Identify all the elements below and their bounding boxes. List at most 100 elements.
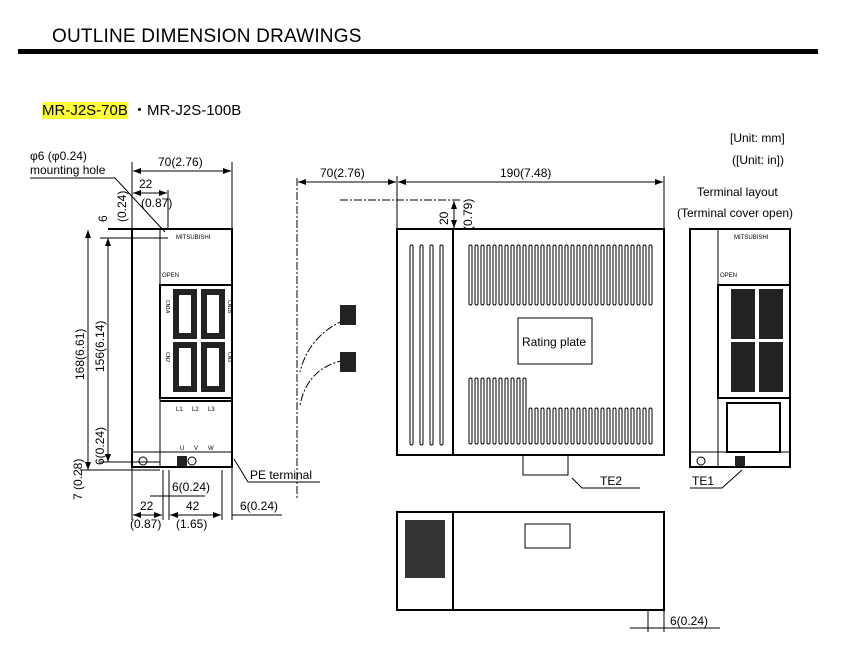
connector-cn3: CN3 <box>226 352 232 362</box>
unit-mm: [Unit: mm] <box>730 131 785 145</box>
vent-slot <box>594 244 599 306</box>
dim-pe: 6(0.24) <box>172 480 210 494</box>
vent-slot <box>618 407 623 445</box>
terminal-l1: L1 <box>176 407 183 413</box>
pe-terminal-label: PE terminal <box>250 468 312 482</box>
dim-mid-in: (1.65) <box>176 517 207 531</box>
hole-label-2: mounting hole <box>30 163 106 177</box>
title-rule <box>18 49 818 54</box>
vent-slot <box>474 244 479 306</box>
dim-left-in: (0.87) <box>130 517 161 531</box>
vent-slot <box>624 407 629 445</box>
vent-slot <box>600 244 605 306</box>
side-view: 70(2.76) 190(7.48) 20 (0.79) Rating plat… <box>296 166 665 500</box>
vent-slot <box>468 244 473 306</box>
vent-slot <box>492 244 497 306</box>
vent-slot <box>409 244 414 446</box>
vent-slot <box>522 377 527 445</box>
terminal-v: V <box>194 446 198 452</box>
vent-slot <box>510 377 515 445</box>
vent-slot <box>642 244 647 306</box>
vent-slot <box>540 244 545 306</box>
vent-slot <box>528 244 533 306</box>
vent-slot <box>480 244 485 306</box>
vent-slot <box>552 407 557 445</box>
terminal-open-label: OPEN <box>720 273 737 279</box>
model-other: MR-J2S-100B <box>147 102 242 119</box>
rating-plate-label: Rating plate <box>522 335 586 349</box>
vent-slot <box>510 244 515 306</box>
vent-slot <box>522 244 527 306</box>
vent-slot <box>564 244 569 306</box>
vent-slot <box>558 244 563 306</box>
vent-slot <box>606 407 611 445</box>
vent-slot <box>612 407 617 445</box>
vent-slot <box>540 407 545 445</box>
vent-slot <box>576 244 581 306</box>
vent-slot <box>624 244 629 306</box>
vent-slot <box>570 244 575 306</box>
vent-slots <box>409 244 653 446</box>
terminal-w: W <box>208 446 214 452</box>
vent-slot <box>636 244 641 306</box>
dim-height-total: 168(6.61) <box>73 329 87 380</box>
vent-slot <box>474 377 479 445</box>
dim-top-gap-in: (0.24) <box>115 191 129 222</box>
model-highlighted: MR-J2S-70B <box>42 102 128 119</box>
page-title: OUTLINE DIMENSION DRAWINGS <box>52 26 362 47</box>
vent-slot <box>642 407 647 445</box>
vent-slot <box>534 407 539 445</box>
vent-slot <box>546 244 551 306</box>
vent-slot <box>564 407 569 445</box>
dim-top-clear-in: (0.79) <box>461 199 475 230</box>
vent-slot <box>486 377 491 445</box>
terminal-layout-title: Terminal layout <box>697 185 778 199</box>
dim-mid: 42 <box>186 499 200 513</box>
terminal-l3: L3 <box>208 407 215 413</box>
open-label: OPEN <box>162 273 179 279</box>
vent-slot <box>429 244 434 446</box>
dim-bottom-edge: 7 (0.28) <box>71 459 85 500</box>
vent-slot <box>486 244 491 306</box>
hole-label: φ6 (φ0.24) <box>30 149 87 163</box>
brand-label: MITSUBISHI <box>176 235 211 241</box>
vent-slot <box>516 377 521 445</box>
vent-slot <box>546 407 551 445</box>
dim-width: 70(2.76) <box>158 155 203 169</box>
terminal-u: U <box>180 446 184 452</box>
front-view: φ6 (φ0.24) mounting hole MITSUBISHI OPEN… <box>30 149 320 531</box>
dim-hole-offset: 22 <box>139 177 153 191</box>
vent-slot <box>516 244 521 306</box>
vent-slot <box>558 407 563 445</box>
model-heading: MR-J2S-70B ・MR-J2S-100B <box>42 99 241 120</box>
vent-slot <box>480 377 485 445</box>
vent-slot <box>582 407 587 445</box>
vent-slot <box>618 244 623 306</box>
dim-hole-offset-in: (0.87) <box>141 196 172 210</box>
vent-slot <box>534 244 539 306</box>
vent-slot <box>636 407 641 445</box>
vent-slot <box>588 407 593 445</box>
vent-slot <box>552 244 557 306</box>
vent-slot <box>630 244 635 306</box>
vent-slot <box>570 407 575 445</box>
vent-slot <box>504 377 509 445</box>
te2-label: TE2 <box>600 474 622 488</box>
dim-depth: 190(7.48) <box>500 166 551 180</box>
dim-top-gap: 6 <box>96 215 110 222</box>
vent-slot <box>576 407 581 445</box>
vent-slot <box>588 244 593 306</box>
dim-left: 22 <box>140 499 154 513</box>
dim-bottom-gap: 6(0.24) <box>93 427 107 465</box>
bottom-view: 6(0.24) <box>396 511 720 632</box>
unit-in: ([Unit: in]) <box>732 153 784 167</box>
terminal-brand-label: MITSUBISHI <box>734 235 769 241</box>
vent-slot <box>648 407 653 445</box>
vent-slot <box>528 407 533 445</box>
connector-cn1a: CN1A <box>164 300 170 314</box>
vent-slot <box>630 407 635 445</box>
vent-slot <box>498 377 503 445</box>
vent-slot <box>492 377 497 445</box>
